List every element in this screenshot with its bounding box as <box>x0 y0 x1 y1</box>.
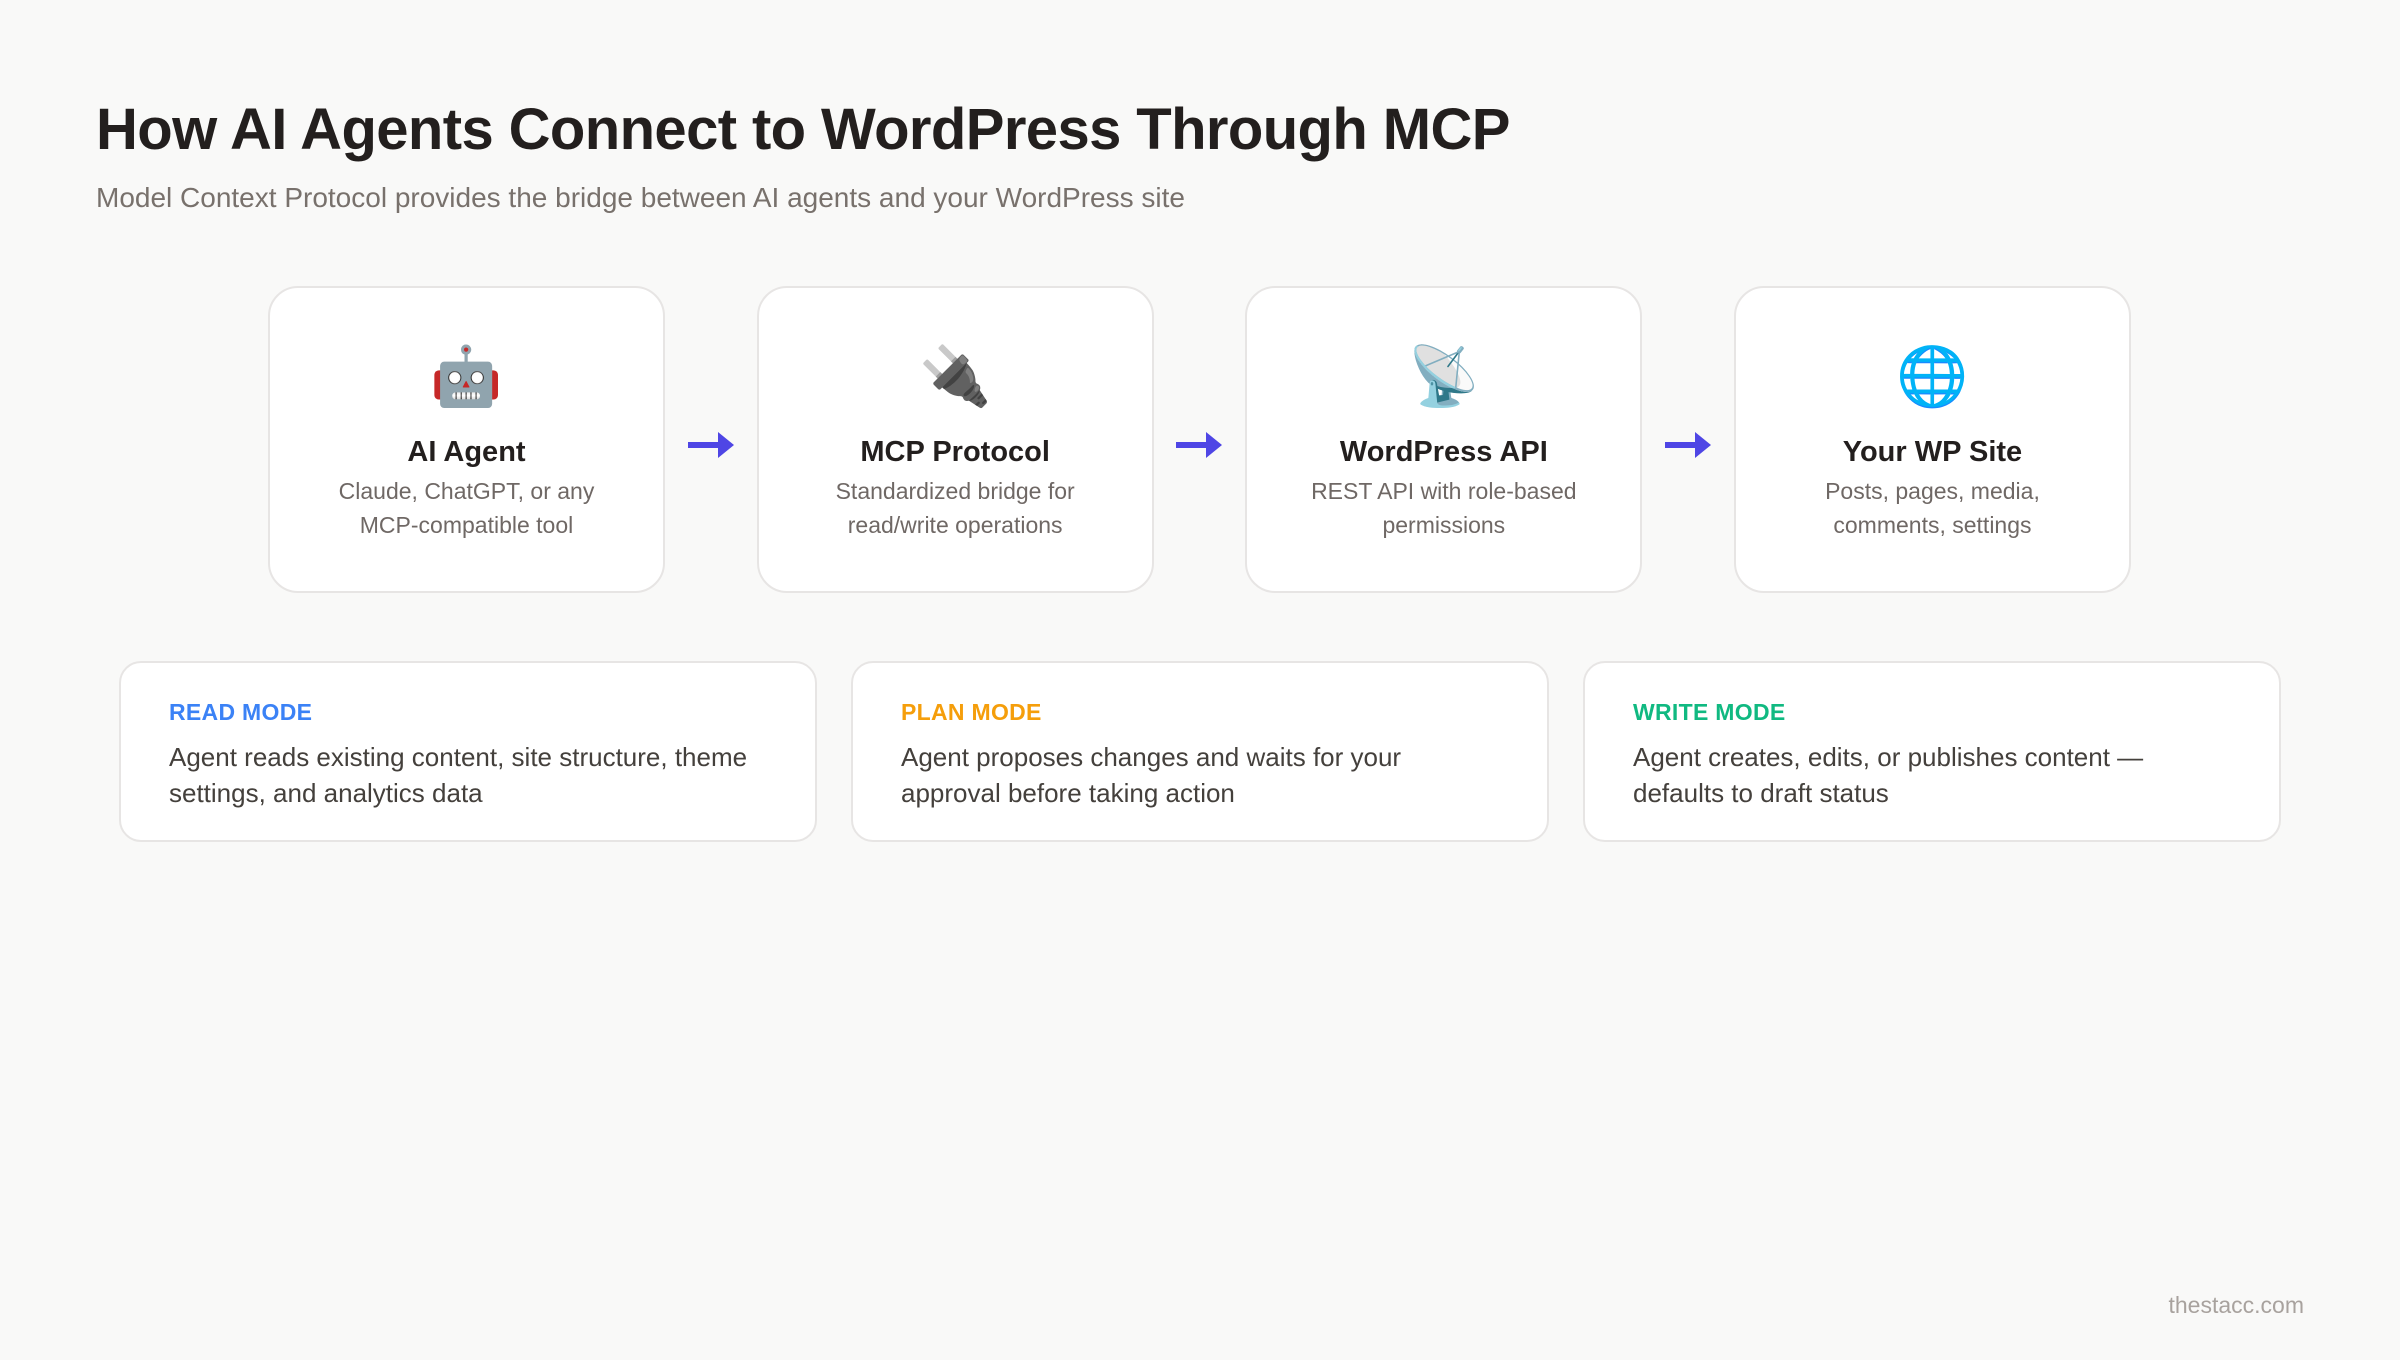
page-title: How AI Agents Connect to WordPress Throu… <box>96 97 1510 162</box>
flow-step-description: Claude, ChatGPT, or any MCP-compatible t… <box>338 478 595 538</box>
satellite-dish-icon: 📡 <box>1407 342 1480 410</box>
flow-step-title: Your WP Site <box>1842 436 2023 468</box>
mode-card-plan: PLAN MODE Agent proposes changes and wai… <box>851 661 1549 842</box>
mode-label: WRITE MODE <box>1633 699 1786 725</box>
flow-step-description: REST API with role-based permissions <box>1311 478 1577 538</box>
arrow-right-icon <box>1155 286 1244 595</box>
agent-modes: READ MODE Agent reads existing content, … <box>119 661 2281 842</box>
connection-flow: 🤖 AI Agent Claude, ChatGPT, or any MCP-c… <box>268 286 2131 595</box>
source-credit: thestacc.com <box>2168 1292 2305 1318</box>
arrow-right-icon <box>666 286 755 595</box>
flow-step-description: Standardized bridge for read/write opera… <box>835 478 1075 538</box>
mode-card-write: WRITE MODE Agent creates, edits, or publ… <box>1583 661 2281 842</box>
flow-step-mcp-protocol: 🔌 MCP Protocol Standardized bridge for r… <box>756 286 1154 593</box>
globe-icon: 🌐 <box>1896 342 1969 410</box>
flow-step-wp-site: 🌐 Your WP Site Posts, pages, media, comm… <box>1733 286 2131 593</box>
flow-step-description: Posts, pages, media, comments, settings <box>1825 478 2040 538</box>
mode-label: PLAN MODE <box>901 699 1042 725</box>
robot-icon: 🤖 <box>430 342 503 410</box>
flow-step-ai-agent: 🤖 AI Agent Claude, ChatGPT, or any MCP-c… <box>268 286 665 593</box>
mode-description: Agent creates, edits, or publishes conte… <box>1633 742 2144 808</box>
flow-step-title: MCP Protocol <box>860 436 1050 468</box>
flow-step-title: AI Agent <box>407 436 526 468</box>
page-subtitle: Model Context Protocol provides the brid… <box>96 182 1185 213</box>
flow-step-wordpress-api: 📡 WordPress API REST API with role-based… <box>1245 286 1643 593</box>
mode-description: Agent reads existing content, site struc… <box>169 742 748 808</box>
mode-label: READ MODE <box>169 699 313 725</box>
electric-plug-icon: 🔌 <box>919 342 992 410</box>
flow-step-title: WordPress API <box>1339 436 1548 468</box>
mode-card-read: READ MODE Agent reads existing content, … <box>119 661 817 842</box>
arrow-right-icon <box>1644 286 1733 595</box>
mode-description: Agent proposes changes and waits for you… <box>901 742 1402 808</box>
